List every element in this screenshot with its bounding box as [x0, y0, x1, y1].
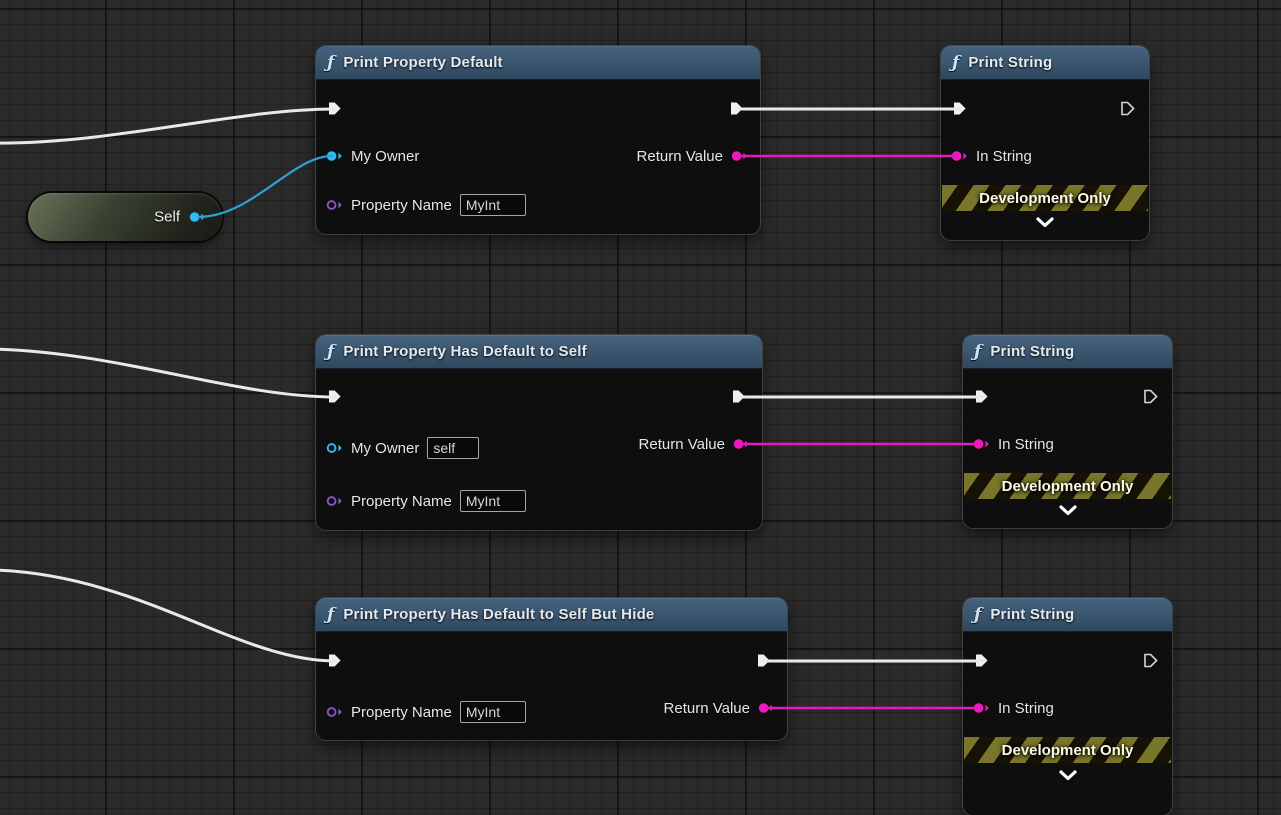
property-name-row: Property Name	[326, 193, 526, 217]
in-string-pin-icon[interactable]	[951, 150, 968, 162]
development-only-label: Development Only	[1001, 477, 1134, 495]
development-only-banner: Development Only	[964, 737, 1171, 763]
function-icon: ƒ	[327, 341, 335, 362]
self-output-pin-icon[interactable]	[189, 211, 206, 223]
development-only-label: Development Only	[979, 189, 1111, 207]
exec-out-pin-icon[interactable]	[757, 653, 771, 668]
property-name-input[interactable]	[459, 490, 526, 512]
node-header[interactable]: ƒ Print Property Has Default to Self	[316, 335, 762, 369]
my-owner-row: My Owner	[326, 144, 419, 168]
property-name-label: Property Name	[351, 492, 452, 510]
exec-in-pin-icon[interactable]	[328, 653, 342, 668]
exec-wire-entry-3[interactable]	[0, 568, 337, 663]
in-string-label: In String	[976, 147, 1032, 165]
exec-in-pin-icon[interactable]	[975, 653, 989, 668]
my-owner-label: My Owner	[351, 147, 420, 165]
property-name-row: Property Name	[326, 489, 526, 513]
node-title: Print Property Has Default to Self But H…	[343, 606, 655, 623]
development-only-banner: Development Only	[942, 185, 1148, 211]
property-name-input[interactable]	[459, 701, 526, 723]
property-name-label: Property Name	[351, 703, 452, 721]
property-name-pin-icon[interactable]	[326, 706, 343, 718]
in-string-label: In String	[998, 699, 1054, 717]
my-owner-label: My Owner	[351, 439, 420, 457]
return-value-row: Return Value	[637, 144, 748, 168]
expand-chevron-icon[interactable]	[1058, 770, 1078, 781]
exec-wire-entry-1[interactable]	[0, 107, 337, 145]
in-string-pin-icon[interactable]	[973, 702, 990, 714]
node-header[interactable]: ƒ Print String	[963, 335, 1172, 369]
my-owner-row: My Owner	[326, 436, 480, 460]
in-string-pin-icon[interactable]	[973, 438, 990, 450]
function-icon: ƒ	[327, 604, 335, 625]
node-header[interactable]: ƒ Print String	[941, 46, 1149, 80]
exec-out-pin-icon[interactable]	[732, 389, 746, 404]
in-string-row: In String	[973, 432, 1054, 456]
exec-out-pin-icon[interactable]	[1144, 653, 1158, 668]
node-print-string-2[interactable]: ƒ Print String In String Development Onl…	[963, 335, 1172, 528]
return-value-label: Return Value	[638, 435, 725, 453]
expand-chevron-icon[interactable]	[1035, 217, 1055, 228]
self-label: Self	[154, 208, 180, 226]
exec-wire-entry-2[interactable]	[0, 347, 337, 399]
development-only-label: Development Only	[1001, 741, 1134, 759]
function-icon: ƒ	[327, 52, 335, 73]
node-print-string-1[interactable]: ƒ Print String In String Development Onl…	[941, 46, 1149, 240]
exec-in-pin-icon[interactable]	[328, 389, 342, 404]
property-name-label: Property Name	[351, 196, 452, 214]
property-name-input[interactable]	[459, 194, 526, 216]
in-string-row: In String	[951, 144, 1032, 168]
expand-chevron-icon[interactable]	[1058, 505, 1078, 516]
return-value-pin-icon[interactable]	[733, 438, 750, 450]
property-name-pin-icon[interactable]	[326, 199, 343, 211]
return-value-pin-icon[interactable]	[731, 150, 748, 162]
node-title: Print Property Has Default to Self	[343, 343, 587, 360]
node-self-variable[interactable]: Self	[28, 193, 222, 241]
property-name-pin-icon[interactable]	[326, 495, 343, 507]
exec-out-pin-icon[interactable]	[730, 101, 744, 116]
exec-out-pin-icon[interactable]	[1121, 101, 1135, 116]
development-only-banner: Development Only	[964, 473, 1171, 499]
function-icon: ƒ	[974, 341, 982, 362]
node-header[interactable]: ƒ Print Property Has Default to Self But…	[316, 598, 787, 632]
exec-in-pin-icon[interactable]	[975, 389, 989, 404]
node-title: Print String	[968, 54, 1053, 71]
node-print-property-has-default-to-self-but-hide[interactable]: ƒ Print Property Has Default to Self But…	[316, 598, 787, 740]
exec-in-pin-icon[interactable]	[328, 101, 342, 116]
node-header[interactable]: ƒ Print Property Default	[316, 46, 760, 80]
in-string-label: In String	[998, 435, 1054, 453]
node-print-string-3[interactable]: ƒ Print String In String Development Onl…	[963, 598, 1172, 815]
node-header[interactable]: ƒ Print String	[963, 598, 1172, 632]
function-icon: ƒ	[952, 52, 960, 73]
node-title: Print String	[990, 606, 1075, 623]
return-value-pin-icon[interactable]	[758, 702, 775, 714]
function-icon: ƒ	[974, 604, 982, 625]
return-value-row: Return Value	[664, 696, 775, 720]
my-owner-pin-icon[interactable]	[326, 150, 343, 162]
return-value-label: Return Value	[663, 699, 750, 717]
property-name-row: Property Name	[326, 700, 526, 724]
node-print-property-default[interactable]: ƒ Print Property Default My Owner Return…	[316, 46, 760, 234]
return-value-row: Return Value	[639, 432, 750, 456]
my-owner-input[interactable]	[427, 437, 480, 459]
node-title: Print Property Default	[343, 54, 503, 71]
exec-in-pin-icon[interactable]	[953, 101, 967, 116]
exec-out-pin-icon[interactable]	[1144, 389, 1158, 404]
my-owner-pin-icon[interactable]	[326, 442, 343, 454]
node-title: Print String	[990, 343, 1075, 360]
node-print-property-has-default-to-self[interactable]: ƒ Print Property Has Default to Self My …	[316, 335, 762, 530]
in-string-row: In String	[973, 696, 1054, 720]
return-value-label: Return Value	[636, 147, 723, 165]
